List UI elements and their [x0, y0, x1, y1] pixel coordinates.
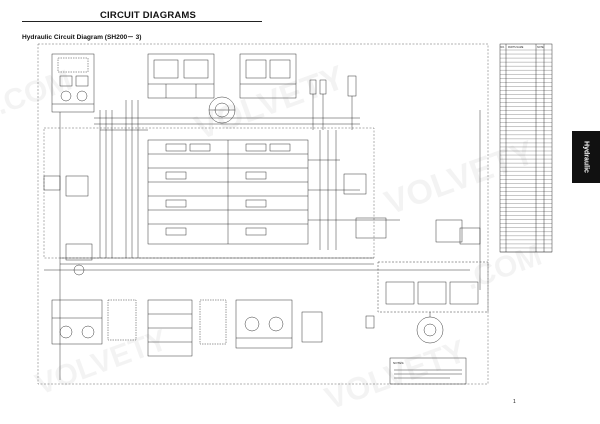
travel-motor-block-right [239, 53, 297, 99]
title-rule [22, 21, 262, 22]
section-tab-label: Hydraulic [582, 141, 590, 173]
valve-stack-lower-middle [147, 299, 227, 357]
svg-text:VOLVETY: VOLVETY [190, 58, 350, 147]
notes-box [389, 357, 467, 385]
control-area-boundary [43, 127, 375, 259]
cylinder-group-lower-left [51, 299, 137, 345]
parts-col-note: NOTE [537, 46, 544, 49]
parts-col-no: NO. [501, 46, 506, 49]
svg-text:VOLVETY: VOLVETY [320, 332, 470, 416]
pump-unit-top-left [51, 53, 95, 113]
hydraulic-lines [44, 100, 481, 380]
svg-text:.COM: .COM [461, 239, 546, 297]
page-number: 1 [513, 399, 516, 405]
main-pump-right [365, 261, 489, 344]
svg-text:VOLVETY: VOLVETY [31, 323, 172, 401]
parts-list-table [499, 43, 553, 253]
parts-col-name: PARTS NAME [508, 46, 524, 49]
right-side-valves [343, 173, 481, 245]
swing-motor [208, 96, 236, 124]
notes-heading: NOTES: [393, 361, 404, 365]
svg-text:VOLVETY: VOLVETY [380, 133, 540, 222]
page-title: CIRCUIT DIAGRAMS [100, 10, 197, 21]
diagram-subtitle: Hydraulic Circuit Diagram (SH200－ 3) [22, 34, 142, 41]
travel-motor-block-left [147, 53, 215, 99]
outer-boundary [37, 43, 489, 385]
main-control-valve [147, 139, 309, 245]
section-tab-hydraulic[interactable]: Hydraulic [572, 131, 600, 183]
parts-list-rows [500, 49, 552, 253]
left-side-valves [43, 175, 93, 276]
dual-actuator-lower-center [235, 299, 323, 349]
